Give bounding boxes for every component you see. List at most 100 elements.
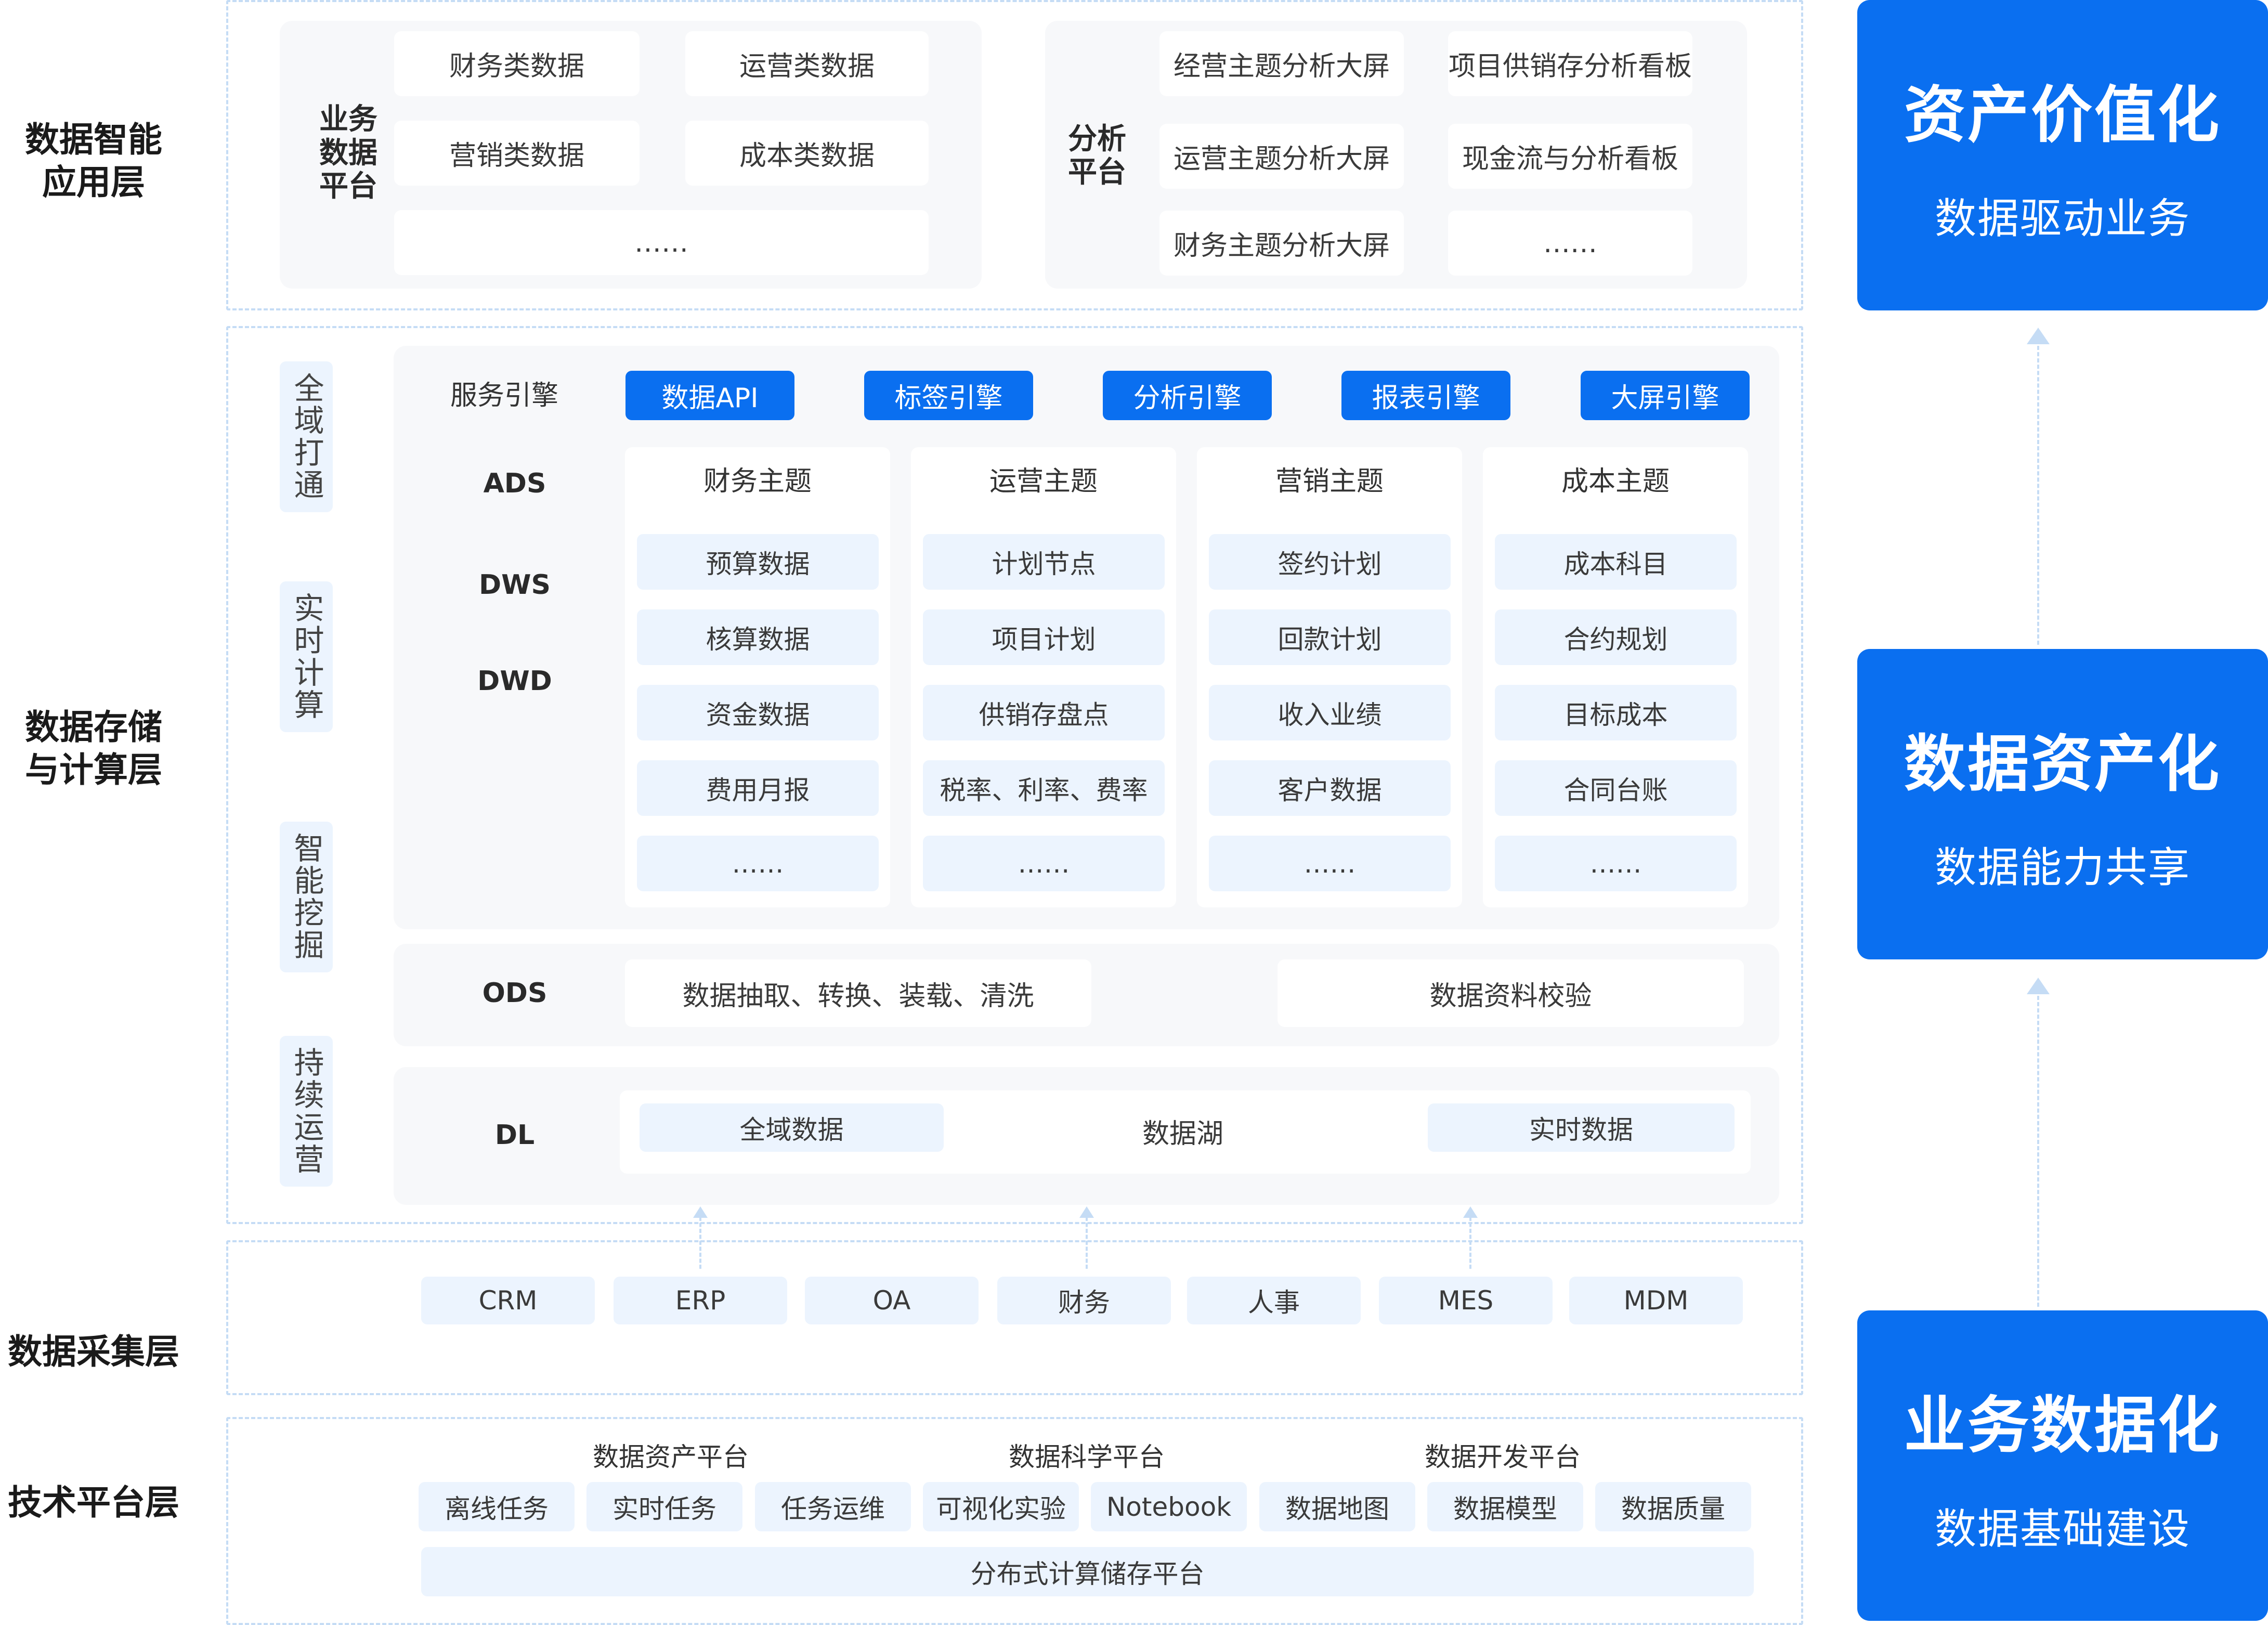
side-tag: 实时计算 xyxy=(280,581,333,732)
source-hr: 人事 xyxy=(1187,1277,1361,1324)
arrow-up-icon xyxy=(2027,328,2050,344)
side-tag-text: 智能挖掘 xyxy=(289,833,324,961)
theme-item: 税率、利率、费率 xyxy=(923,760,1165,816)
card-title: 数据资产化 xyxy=(1904,728,2221,800)
tech-group-label: 数据科学平台 xyxy=(1009,1441,1165,1472)
theme-item: 签约计划 xyxy=(1209,534,1451,590)
side-tag-text: 实时计算 xyxy=(289,592,324,721)
layer-label-tech: 技术平台层 xyxy=(8,1482,179,1523)
distributed-platform: 分布式计算储存平台 xyxy=(421,1547,1754,1596)
theme-item: 预算数据 xyxy=(637,534,879,590)
layer-label-storage: 数据存储 与计算层 xyxy=(25,707,162,790)
theme-item: 客户数据 xyxy=(1209,760,1451,816)
tech-item: 数据模型 xyxy=(1427,1482,1583,1531)
theme-item: 回款计划 xyxy=(1209,609,1451,665)
card-title: 资产价值化 xyxy=(1904,79,2221,151)
theme-column xyxy=(1483,447,1748,907)
flow-line xyxy=(699,1217,701,1269)
source-oa: OA xyxy=(805,1277,979,1324)
business-item: 运营类数据 xyxy=(685,31,929,96)
analysis-item: 现金流与分析看板 xyxy=(1448,124,1692,189)
tech-item: 数据地图 xyxy=(1259,1482,1415,1531)
business-item: 财务类数据 xyxy=(394,31,640,96)
theme-item: 费用月报 xyxy=(637,760,879,816)
dl-realtime-data: 实时数据 xyxy=(1428,1103,1735,1152)
analysis-item-more: …… xyxy=(1448,211,1692,276)
source-crm: CRM xyxy=(421,1277,595,1324)
business-platform-label: 业务 数据 平台 xyxy=(319,102,377,204)
business-item: 营销类数据 xyxy=(394,121,640,186)
row-label-dwd: DWD xyxy=(477,666,552,697)
app-layer-frame xyxy=(226,0,1803,310)
theme-item: 目标成本 xyxy=(1495,685,1737,740)
flow-line xyxy=(1469,1217,1471,1269)
theme-item: 合约规划 xyxy=(1495,609,1737,665)
dl-data-lake-label: 数据湖 xyxy=(1142,1118,1223,1150)
side-tag: 全域打通 xyxy=(280,361,333,512)
flow-line xyxy=(1086,1217,1088,1269)
analysis-item: 财务主题分析大屏 xyxy=(1159,211,1404,276)
theme-item: 成本科目 xyxy=(1495,534,1737,590)
theme-item: 核算数据 xyxy=(637,609,879,665)
tech-item: 数据质量 xyxy=(1595,1482,1751,1531)
source-mes: MES xyxy=(1379,1277,1553,1324)
service-engine-label: 服务引擎 xyxy=(450,380,558,411)
row-label-dl: DL xyxy=(494,1120,535,1151)
theme-item-more: …… xyxy=(1209,836,1451,891)
card-subtitle: 数据驱动业务 xyxy=(1935,194,2191,243)
theme-column xyxy=(1197,447,1462,907)
theme-title: 财务主题 xyxy=(703,465,812,497)
engine-button-data-api[interactable]: 数据API xyxy=(625,371,794,420)
card-title: 业务数据化 xyxy=(1904,1389,2221,1461)
engine-button-screen[interactable]: 大屏引擎 xyxy=(1581,371,1750,420)
tech-item: 离线任务 xyxy=(419,1482,575,1531)
flow-line xyxy=(2037,996,2039,1307)
flow-line xyxy=(2037,346,2039,645)
theme-item-more: …… xyxy=(1495,836,1737,891)
theme-title: 成本主题 xyxy=(1561,465,1670,497)
theme-item: 资金数据 xyxy=(637,685,879,740)
card-subtitle: 数据能力共享 xyxy=(1935,843,2191,892)
tech-item: 任务运维 xyxy=(755,1482,911,1531)
theme-item: 供销存盘点 xyxy=(923,685,1165,740)
side-tag: 智能挖掘 xyxy=(280,822,333,972)
engine-button-report[interactable]: 报表引擎 xyxy=(1341,371,1510,420)
tech-item: 实时任务 xyxy=(586,1482,742,1531)
source-mdm: MDM xyxy=(1569,1277,1743,1324)
engine-button-tag[interactable]: 标签引擎 xyxy=(864,371,1033,420)
row-label-ads: ADS xyxy=(483,468,546,499)
collect-layer-frame xyxy=(226,1240,1803,1395)
arrow-up-icon xyxy=(1463,1206,1478,1218)
theme-item-more: …… xyxy=(637,836,879,891)
card-subtitle: 数据基础建设 xyxy=(1935,1505,2191,1553)
business-item: 成本类数据 xyxy=(685,121,929,186)
side-tag-text: 持续运营 xyxy=(289,1047,324,1176)
engine-button-analysis[interactable]: 分析引擎 xyxy=(1103,371,1272,420)
source-erp: ERP xyxy=(614,1277,787,1324)
value-card-data-asset: 数据资产化 数据能力共享 xyxy=(1857,649,2268,959)
storage-layer-frame xyxy=(226,326,1803,1224)
value-card-asset-value: 资产价值化 数据驱动业务 xyxy=(1857,0,2268,310)
business-item-more: …… xyxy=(394,210,929,275)
arrow-up-icon xyxy=(1079,1206,1094,1218)
value-card-business-data: 业务数据化 数据基础建设 xyxy=(1857,1310,2268,1621)
theme-title: 运营主题 xyxy=(989,465,1098,497)
side-tag: 持续运营 xyxy=(280,1036,333,1187)
side-tag-text: 全域打通 xyxy=(289,372,324,501)
theme-column xyxy=(625,447,890,907)
ods-validation-box: 数据资料校验 xyxy=(1278,959,1744,1027)
tech-group-label: 数据开发平台 xyxy=(1425,1441,1581,1472)
dl-global-data: 全域数据 xyxy=(640,1103,944,1152)
analysis-item: 经营主题分析大屏 xyxy=(1159,31,1404,96)
row-label-dws: DWS xyxy=(479,569,551,601)
theme-item-more: …… xyxy=(923,836,1165,891)
arrow-up-icon xyxy=(2027,978,2050,994)
source-finance: 财务 xyxy=(997,1277,1171,1324)
analysis-item: 运营主题分析大屏 xyxy=(1159,124,1404,189)
theme-title: 营销主题 xyxy=(1275,465,1384,497)
theme-item: 计划节点 xyxy=(923,534,1165,590)
layer-label-collect: 数据采集层 xyxy=(8,1331,179,1372)
theme-item: 项目计划 xyxy=(923,609,1165,665)
arrow-up-icon xyxy=(693,1206,708,1218)
theme-item: 收入业绩 xyxy=(1209,685,1451,740)
